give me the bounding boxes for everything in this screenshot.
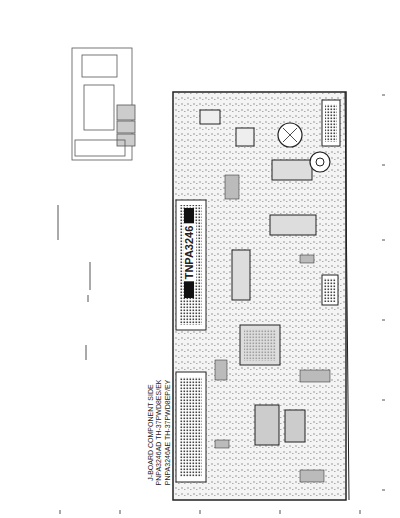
- board-part-number: TNPA3246: [183, 223, 196, 281]
- board-note: PNPA3246AE TH-37PWD8EP/EY: [164, 379, 171, 485]
- board-note: J-BOARD COMPONENT SIDE: [146, 384, 153, 480]
- thumbnail-outline: [72, 48, 135, 160]
- circuit-board: [173, 92, 349, 500]
- board-note: PNPA3246AD TH-37PWD8ES/EK: [155, 379, 162, 485]
